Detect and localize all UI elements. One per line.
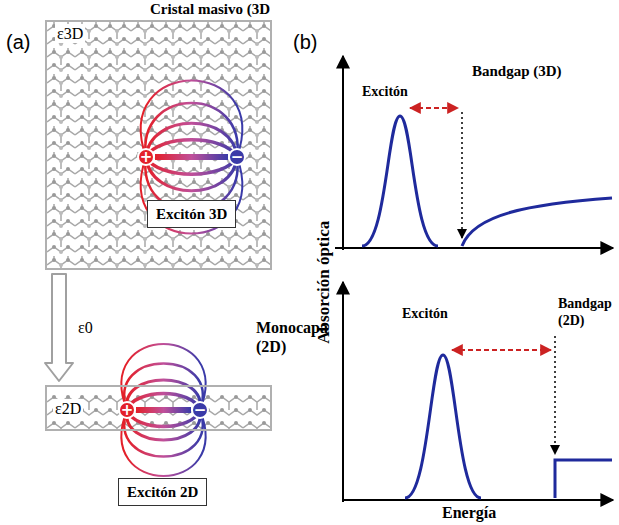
exciton-3d-box: Excitón 3D [147, 200, 236, 228]
crystal-lattice [47, 22, 270, 268]
permittivity-label: ε0 [78, 318, 93, 337]
box-label: Excitón 3D [156, 206, 227, 222]
negative-charge: − [191, 401, 209, 419]
positive-charge: + [137, 148, 155, 166]
monolayer-lattice [47, 390, 270, 429]
binding-field-line [136, 410, 191, 411]
bandgap-label: Bandgap (3D) [472, 62, 562, 80]
permittivity-label: ε3D [55, 24, 85, 43]
charge-sign: + [121, 403, 134, 418]
panel-letter: (a) [6, 30, 30, 54]
axis-title: Energía [442, 503, 496, 522]
charge-sign: − [194, 403, 207, 418]
exciton-peak-label: Excitón [362, 84, 408, 101]
positive-charge: + [118, 401, 136, 419]
charge-sign: + [140, 150, 153, 165]
binding-field-line [155, 157, 228, 158]
negative-charge: − [228, 148, 246, 166]
bandgap-label: Bandgap (2D) [558, 296, 616, 330]
bulk-crystal-panel: ε3D + − Excitón 3D [45, 20, 272, 270]
exciton-peak-label: Excitón [402, 306, 448, 323]
box-label: Excitón 2D [127, 484, 198, 500]
transition-arrow [45, 274, 73, 381]
absorption-chart-3d [335, 56, 613, 250]
permittivity-label: ε2D [53, 399, 83, 418]
exciton-2d-box: Excitón 2D [118, 478, 207, 506]
field-lines-3d [141, 81, 242, 234]
axis-title: Absorción óptica [314, 221, 334, 344]
charge-sign: − [231, 150, 244, 165]
monolayer-slab: ε2D + − [45, 385, 272, 431]
panel-letter: (b) [293, 30, 317, 54]
panel-title: Cristal masivo (3D [150, 0, 270, 18]
